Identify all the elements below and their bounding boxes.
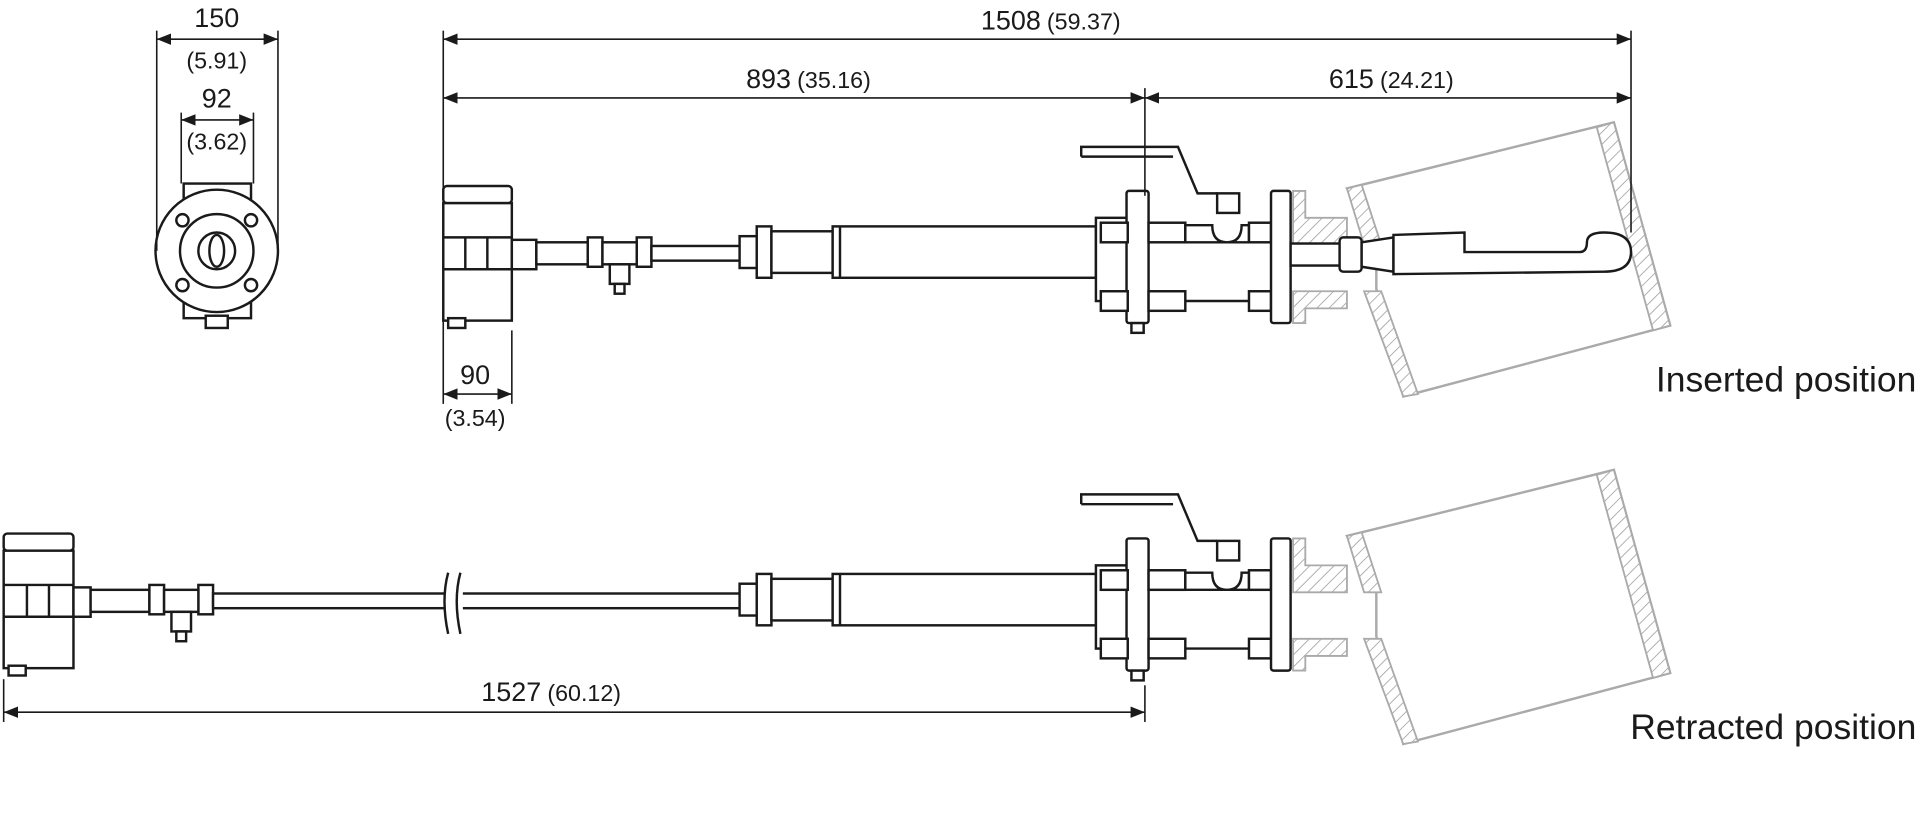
dim-insertion-in: (24.21) <box>1380 67 1454 93</box>
dim-head-width: 90 <box>460 360 490 390</box>
dim-inner-width-in: (3.62) <box>186 128 247 154</box>
dim-to-flange-in: (35.16) <box>797 67 871 93</box>
dim-head-width-in: (3.54) <box>445 405 506 431</box>
break-mark <box>443 572 450 635</box>
inserted-assembly: 1508 (59.37) 893 (35.16) 615 (24.21) 90 … <box>442 5 1916 431</box>
end-view: 150 (5.91) 92 (3.62) <box>154 3 280 330</box>
inserted-position-label: Inserted position <box>1656 360 1916 400</box>
cable-gland-icon <box>197 231 237 271</box>
dim-retracted-length: 1527 <box>481 677 541 707</box>
retracted-position-label: Retracted position <box>1630 707 1916 747</box>
dim-to-flange: 893 <box>746 64 791 94</box>
dim-outer-width-in: (5.91) <box>186 48 247 74</box>
dim-inner-width: 92 <box>202 84 232 114</box>
dim-retracted-length-in: (60.12) <box>547 680 621 706</box>
dim-insertion: 615 <box>1329 64 1374 94</box>
dim-outer-width: 150 <box>194 3 239 33</box>
dim-total-length: 1508 <box>981 5 1041 35</box>
dim-total-length-in: (59.37) <box>1047 8 1121 34</box>
retracted-assembly: 1527 (60.12) Retracted position <box>2 468 1916 747</box>
